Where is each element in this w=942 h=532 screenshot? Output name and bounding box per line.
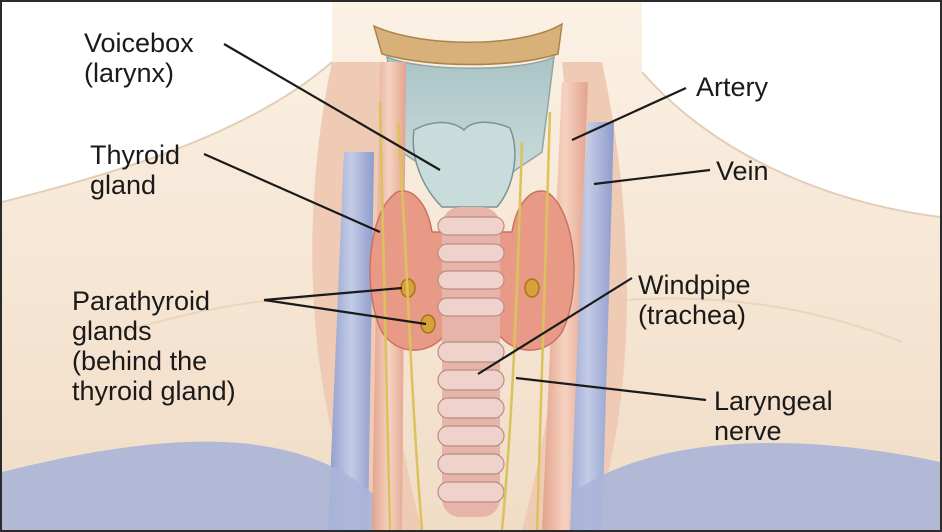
parathyroid-gland-right-upper	[525, 279, 539, 297]
label-parathyroid-glands: Parathyroid glands (behind the thyroid g…	[72, 286, 236, 406]
label-windpipe: Windpipe (trachea)	[638, 270, 751, 330]
label-laryngeal-nerve: Laryngeal nerve	[714, 386, 833, 446]
label-vein: Vein	[716, 156, 769, 186]
label-voicebox: Voicebox (larynx)	[84, 28, 194, 88]
label-artery: Artery	[696, 72, 768, 102]
trachea	[438, 207, 504, 517]
label-thyroid-gland: Thyroid gland	[90, 140, 180, 200]
